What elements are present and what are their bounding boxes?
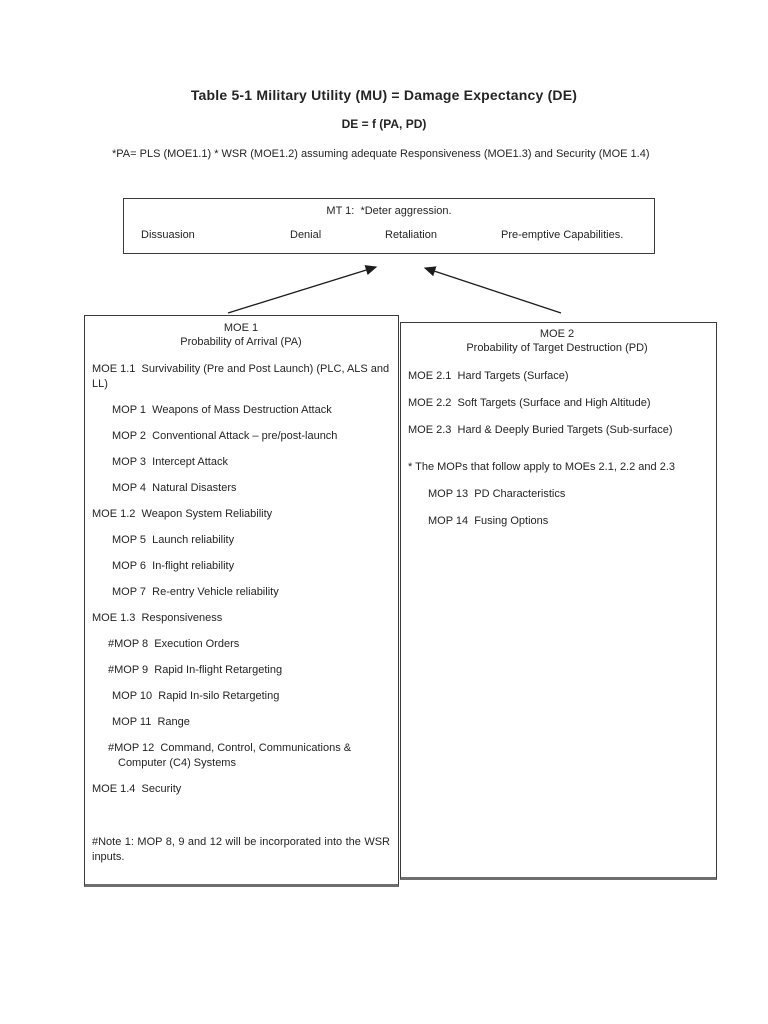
moe-item: MOE 1.2 Weapon System Reliability	[92, 508, 273, 520]
page-title: Table 5-1 Military Utility (MU) = Damage…	[190, 87, 578, 103]
moe1-box: MOE 1 Probability of Arrival (PA) MOE 1.…	[84, 315, 399, 887]
moe-item: MOE 1.4 Security	[92, 783, 182, 795]
moe-item: MOE 2.3 Hard & Deeply Buried Targets (Su…	[408, 424, 673, 436]
moe2-box: MOE 2 Probability of Target Destruction …	[400, 322, 717, 880]
mop-item: MOP 6 In-flight reliability	[112, 560, 235, 572]
mop-item: #MOP 12 Command, Control, Communications…	[108, 742, 355, 769]
mop-item: MOP 10 Rapid In-silo Retargeting	[112, 690, 280, 702]
left-arrow-icon	[227, 265, 378, 314]
mop-item: #MOP 8 Execution Orders	[108, 638, 240, 650]
mop-item: MOP 13 PD Characteristics	[428, 488, 566, 500]
mt1-column-preemptive: Pre-emptive Capabilities.	[501, 229, 624, 241]
page-subtitle: DE = f (PA, PD)	[341, 117, 427, 131]
mop-item: MOP 3 Intercept Attack	[112, 456, 228, 468]
mop-item: #MOP 9 Rapid In-flight Retargeting	[108, 664, 283, 676]
mop-item: MOP 14 Fusing Options	[428, 515, 549, 527]
moe-item: MOE 1.3 Responsiveness	[92, 612, 223, 624]
right-arrow-icon	[423, 266, 562, 314]
mop-item: MOP 4 Natural Disasters	[112, 482, 237, 494]
moe-item: MOE 2.1 Hard Targets (Surface)	[408, 370, 569, 382]
mt1-title: MT 1: *Deter aggression.	[326, 205, 452, 217]
moe2-subtitle: Probability of Target Destruction (PD)	[466, 342, 648, 354]
moe1-footnote: #Note 1: MOP 8, 9 and 12 will be incorpo…	[92, 836, 390, 863]
moe-item: MOE 1.1 Survivability (Pre and Post Laun…	[92, 363, 393, 390]
mt1-column-denial: Denial	[290, 229, 322, 241]
mop-scope-note: * The MOPs that follow apply to MOEs 2.1…	[408, 461, 675, 473]
mt1-box: MT 1: *Deter aggression. Dissuasion Deni…	[123, 198, 655, 254]
mop-item: MOP 7 Re-entry Vehicle reliability	[112, 586, 279, 598]
moe-item: MOE 2.2 Soft Targets (Surface and High A…	[408, 397, 651, 409]
moe1-title: MOE 1	[223, 322, 259, 334]
moe2-title: MOE 2	[539, 328, 575, 340]
mt1-column-retaliation: Retaliation	[385, 229, 437, 241]
mop-item: MOP 11 Range	[112, 716, 190, 728]
moe1-subtitle: Probability of Arrival (PA)	[180, 336, 302, 348]
mt1-column-dissuasion: Dissuasion	[141, 229, 195, 241]
mop-item: MOP 1 Weapons of Mass Destruction Attack	[112, 404, 332, 416]
mop-item: MOP 2 Conventional Attack – pre/post-lau…	[112, 430, 338, 442]
pa-definition-note: *PA= PLS (MOE1.1) * WSR (MOE1.2) assumin…	[112, 148, 650, 160]
mop-item: MOP 5 Launch reliability	[112, 534, 235, 546]
